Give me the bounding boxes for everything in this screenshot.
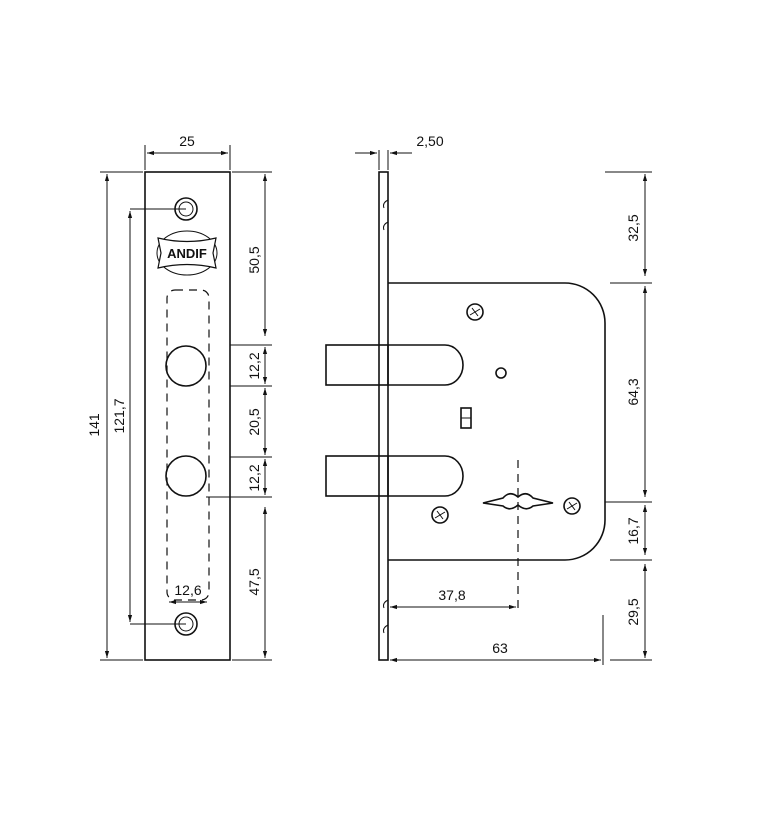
faceplate-side [378, 171, 389, 661]
dimension-label: 12,2 [246, 352, 262, 379]
lower-bolt-front [165, 455, 207, 497]
spindle-hole [495, 367, 507, 379]
andif-logo: ANDIF [156, 230, 218, 276]
dimension-label: 25 [179, 133, 195, 149]
lock-side-view: 2,50 32,5 64,3 16,7 29,5 37,8 63 [325, 133, 652, 665]
upper-bolt [325, 344, 464, 386]
bolt-slot-dashed [166, 289, 210, 601]
faceplate-outline [144, 171, 231, 661]
dimension-label: 20,5 [246, 408, 262, 435]
screw-icon [466, 303, 484, 321]
faceplate-front-view: ANDIF 25 141 121,7 50,5 12,2 20,5 12,2 4… [86, 133, 272, 661]
dimension-label: 64,3 [625, 378, 641, 405]
dimension-label: ANDIF [167, 246, 207, 261]
dimension-label: 141 [86, 413, 102, 437]
screw-icon [563, 497, 581, 515]
dimension-label: 37,8 [438, 587, 465, 603]
dimension-label: 2,50 [416, 133, 443, 149]
dimension-label: 12,2 [246, 464, 262, 491]
screw-icon [431, 506, 449, 524]
dimension-label: 63 [492, 640, 508, 656]
dimension-label: 32,5 [625, 214, 641, 241]
dimension-label: 47,5 [246, 568, 262, 595]
upper-bolt-front [165, 345, 207, 387]
dimension-label: 50,5 [246, 246, 262, 273]
keyhole-icon [482, 492, 554, 510]
lock-body [388, 282, 606, 561]
dimension-label: 16,7 [625, 517, 641, 544]
lower-bolt [325, 455, 464, 497]
dimension-label: 121,7 [111, 398, 127, 433]
dimension-label: 12,6 [174, 582, 201, 598]
dimension-label: 29,5 [625, 598, 641, 625]
